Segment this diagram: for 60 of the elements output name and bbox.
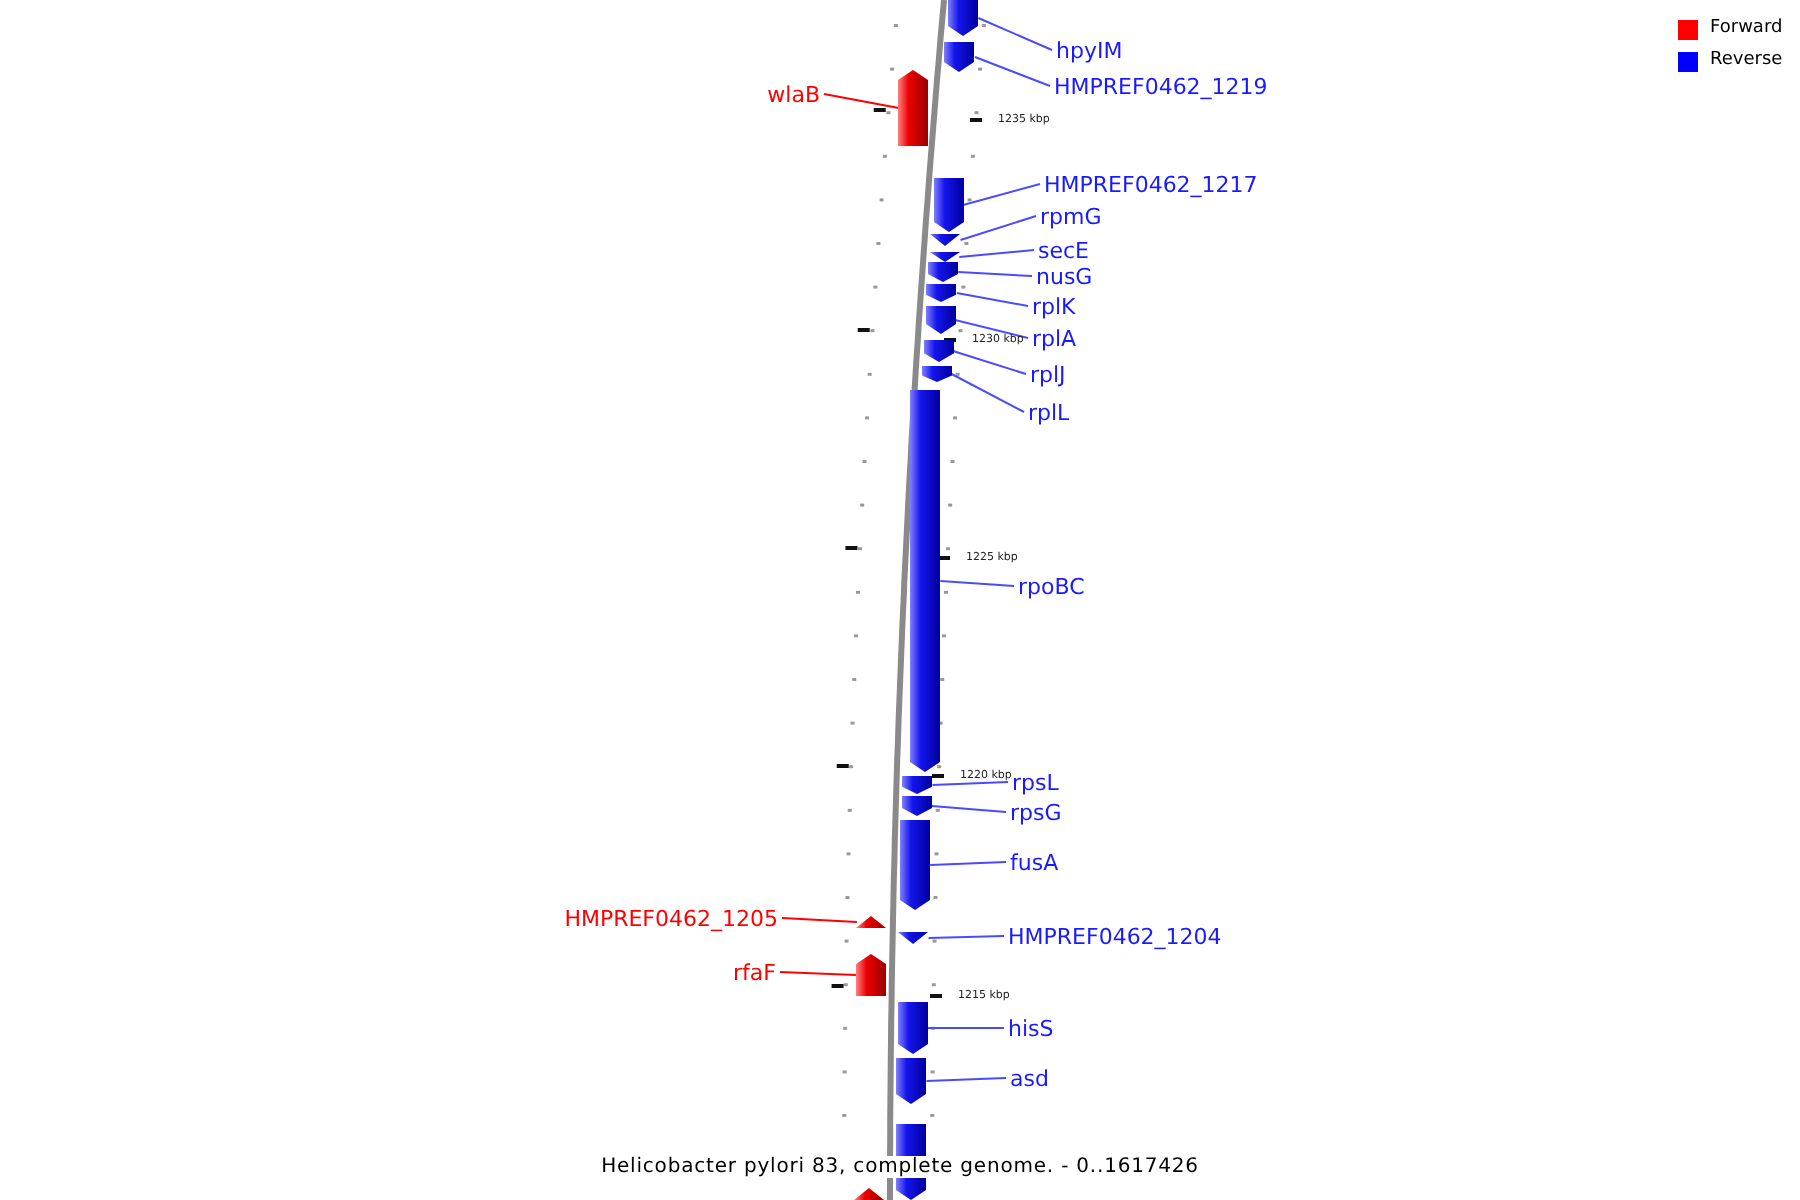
gene-block <box>926 284 957 302</box>
gene-label: rpoBC <box>1018 573 1085 599</box>
gene-block <box>948 0 979 36</box>
gene-block <box>855 954 886 996</box>
gene-block <box>896 1058 927 1104</box>
gene-block <box>902 776 933 794</box>
leader-line <box>950 373 1025 413</box>
gene-block <box>901 796 932 816</box>
leader-line <box>952 350 1027 375</box>
gene-label: hpyIM <box>1056 37 1123 63</box>
gene-label: rfaF <box>733 959 776 985</box>
gene-block <box>944 42 975 72</box>
gene-block <box>856 916 887 928</box>
gene-block <box>910 390 941 772</box>
gene-label: rpmG <box>1040 203 1102 229</box>
gene-label: HMPREF0462_1217 <box>1044 171 1258 197</box>
leader-line <box>957 271 1033 277</box>
caption: Helicobacter pylori 83, complete genome. - 0..1617426 <box>597 1156 1203 1178</box>
gene-label: HMPREF0462_1205 <box>564 905 778 931</box>
leader-line <box>927 935 1005 939</box>
legend-label: Reverse <box>1710 50 1783 72</box>
gene-label: HMPREF0462_1219 <box>1054 73 1268 99</box>
gene-label: nusG <box>1036 263 1093 289</box>
leader-line <box>939 580 1015 587</box>
gene-block <box>925 306 956 334</box>
gene-label: secE <box>1038 237 1089 263</box>
gene-label: rplL <box>1028 399 1070 425</box>
gene-label: rplK <box>1032 293 1076 319</box>
gene-block <box>897 1002 928 1054</box>
gene-block <box>898 70 929 146</box>
legend-label: Forward <box>1710 18 1783 40</box>
gene-block <box>900 820 931 910</box>
leader-line <box>931 781 1009 786</box>
leader-line <box>926 1027 1005 1029</box>
gene-label: hisS <box>1008 1015 1054 1041</box>
gene-block <box>921 366 952 382</box>
gene-label: HMPREF0462_1204 <box>1008 923 1222 949</box>
gene-block <box>923 340 953 362</box>
leader-line <box>823 93 900 109</box>
gene-label: rplA <box>1032 325 1077 351</box>
gene-label: rplJ <box>1030 361 1066 387</box>
leader-line <box>959 215 1037 241</box>
leader-line <box>779 971 857 976</box>
leader-line <box>929 861 1007 866</box>
leader-line <box>955 292 1029 307</box>
leader-line <box>977 17 1053 51</box>
leader-line <box>781 917 858 923</box>
leader-line <box>973 56 1051 87</box>
gene-label: fusA <box>1010 849 1059 875</box>
gene-label: wlaB <box>767 81 820 107</box>
gene-label: rpsG <box>1010 799 1062 825</box>
gene-label: rpsL <box>1012 769 1059 795</box>
leader-line <box>925 1077 1007 1082</box>
gene-block <box>854 1188 884 1200</box>
leader-line <box>930 805 1007 813</box>
leader-line <box>962 183 1041 206</box>
leader-line <box>954 319 1029 339</box>
gene-block <box>898 932 929 944</box>
gene-label: asd <box>1010 1065 1049 1091</box>
leader-line <box>958 249 1035 258</box>
